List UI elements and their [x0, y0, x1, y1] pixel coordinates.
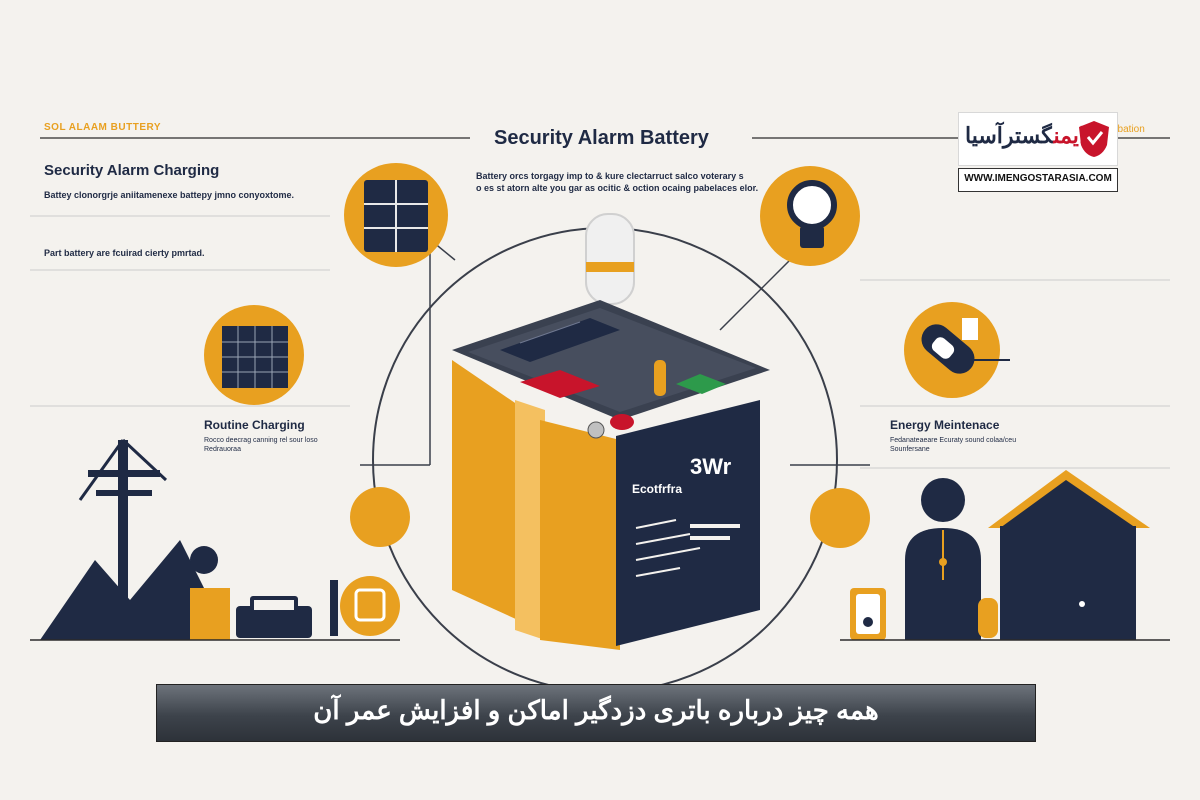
routine-sub-line1: Rocco deecrag canning rel sour loso: [204, 437, 318, 444]
center-desc-line2: o es st atorn alte you gar as ocitic & o…: [476, 183, 759, 193]
logo-text: ایمنگسترآسیا: [965, 123, 1085, 149]
battery-brand: Ecotfrfra: [632, 482, 683, 496]
shield-logo-icon: [1079, 121, 1109, 157]
banner-title: همه چیز درباره باتری دزدگیر اماکن و افزا…: [313, 695, 879, 725]
brand-logo[interactable]: ایمنگسترآسیا: [958, 112, 1118, 166]
battery-rating: 3Wr: [690, 454, 732, 479]
left-panel-desc2: Part battery are fcuirad cierty pmrtad.: [44, 248, 205, 258]
logo-text-rest: گسترآسیا: [965, 123, 1054, 148]
energy-title: Energy Meintenace: [890, 418, 1000, 432]
routine-sub: Rocco deecrag canning rel sour loso Redr…: [204, 436, 318, 454]
header-small-right: ubation: [1112, 124, 1145, 135]
routine-sub-line2: Redrauoraa: [204, 446, 241, 453]
solar-panel-icon: [204, 305, 304, 405]
website-link[interactable]: WWW.IMENGOSTARASIA.COM: [958, 168, 1118, 192]
page-title: Security Alarm Battery: [494, 127, 709, 149]
left-panel-desc: Battey clonorgrje aniitamenexe battepy j…: [44, 190, 295, 200]
meter-device-icon: [850, 588, 886, 640]
center-description: Battery orcs torgagy imp to & kure clect…: [476, 170, 758, 194]
center-desc-line1: Battery orcs torgagy imp to & kure clect…: [476, 171, 744, 181]
person-icon: [905, 478, 998, 640]
car-icon: [236, 596, 312, 638]
light-bulb-icon: [760, 166, 860, 266]
routine-title: Routine Charging: [204, 418, 305, 432]
website-url: WWW.IMENGOSTARASIA.COM: [964, 173, 1112, 184]
house-icon: [988, 470, 1150, 640]
utility-pole-icon: [40, 438, 230, 640]
energy-sub-line2: Sounfersane: [890, 446, 930, 453]
energy-sub: Fedanateaeare Ecuraty sound colaa/ceu So…: [890, 436, 1016, 454]
solar-panel-icon: [344, 163, 448, 267]
left-panel-title: Security Alarm Charging: [44, 162, 220, 179]
battery-icon: [452, 213, 770, 650]
header-small-left: SOL ALAAM BUTTERY: [44, 122, 162, 133]
title-banner: همه چیز درباره باتری دزدگیر اماکن و افزا…: [156, 684, 1036, 742]
energy-sub-line1: Fedanateaeare Ecuraty sound colaa/ceu: [890, 437, 1017, 444]
sensor-remote-icon: [904, 302, 1010, 398]
